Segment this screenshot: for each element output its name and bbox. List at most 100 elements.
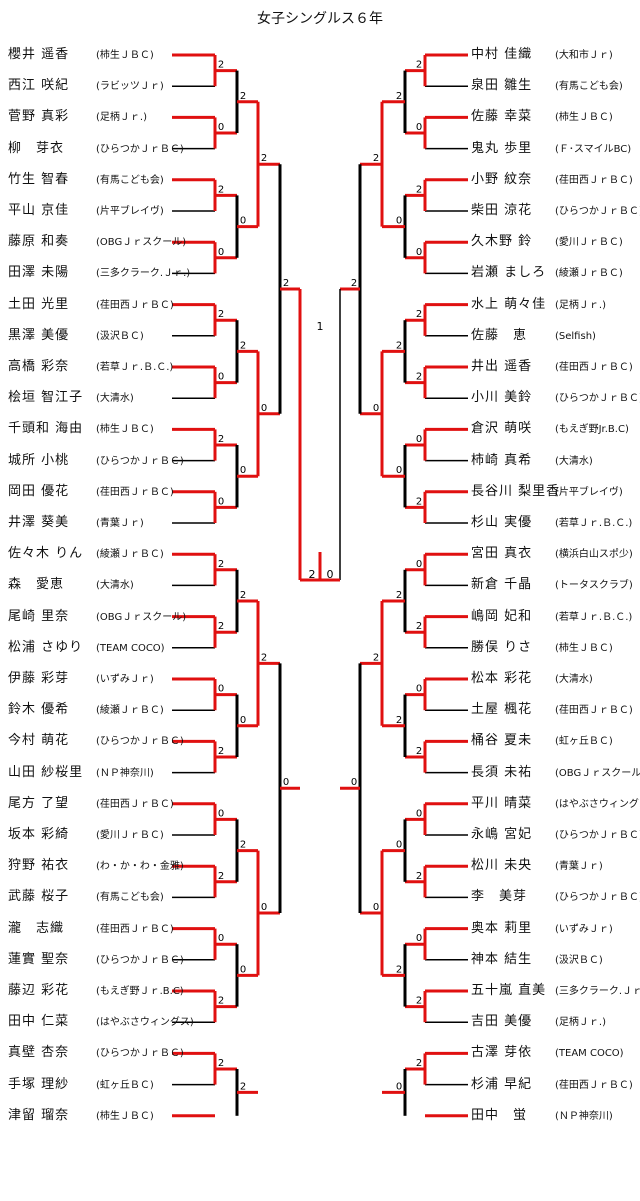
left-player-row: 尾方 了望(荏田西ＪｒＢＣ) [8, 795, 174, 813]
player-club: (大清水) [555, 455, 593, 467]
final-mark: 1 [317, 320, 324, 333]
player-name: 勝俣 りさ [471, 639, 533, 655]
player-name: 水上 萌々佳 [471, 296, 547, 312]
player-name: 吉田 美優 [471, 1014, 533, 1030]
left-game-mark: 0 [283, 777, 289, 788]
left-player-row: 田澤 未陽(三多クラーク.Ｊｒ.) [8, 264, 190, 282]
right-player-row: 新倉 千晶(トータスクラブ) [471, 576, 633, 594]
left-player-row: 平山 京佳 (片平ブレイヴ) [8, 202, 164, 220]
player-name: 岡田 優花 [8, 483, 70, 499]
player-name: 土屋 楓花 [471, 702, 533, 718]
player-club: (若草Ｊｒ.Ｂ.Ｃ.) [555, 518, 633, 529]
player-name: 桶谷 夏未 [471, 733, 533, 749]
right-player-row: 五十嵐 直美(三多クラーク.Ｊｒ.) [471, 982, 640, 1000]
right-game-mark: 2 [416, 184, 422, 195]
player-name: 嶋岡 妃和 [471, 608, 533, 624]
player-club: (片平ブレイヴ) [96, 206, 164, 217]
player-name: 松浦 さゆり [8, 639, 84, 655]
right-game-mark: 0 [416, 808, 422, 819]
player-name: 高橋 彩奈 [8, 359, 70, 374]
right-player-row: 土屋 楓花 (荏田西ＪｒＢＣ) [471, 701, 633, 719]
player-name: 柿崎 真希 [471, 452, 533, 468]
right-player-row: 小川 美鈴(ひらつかＪｒＢＣ) [471, 389, 640, 407]
player-name: 平山 京佳 [8, 203, 70, 218]
left-game-mark: 0 [240, 465, 246, 476]
player-club: (荏田西ＪｒＢＣ) [555, 705, 633, 717]
right-game-mark: 0 [416, 434, 422, 445]
left-player-row: 土田 光里(荏田西ＪｒＢＣ) [8, 296, 174, 314]
right-game-mark: 0 [416, 559, 422, 570]
player-name: 竹生 智春 [8, 171, 70, 187]
left-player-row: 佐々木 りん(綾瀬ＪｒＢＣ) [8, 545, 164, 563]
right-game-mark: 2 [416, 309, 422, 320]
right-game-mark: 2 [351, 278, 357, 289]
left-game-mark: 0 [218, 808, 224, 819]
player-club: (荏田西ＪｒＢＣ) [555, 174, 633, 186]
left-game-mark: 0 [261, 403, 267, 414]
player-club: (青葉Ｊｒ) [555, 861, 603, 873]
player-name: 蓮實 聖奈 [8, 951, 70, 967]
player-name: 佐藤 幸菜 [471, 109, 533, 125]
right-player-row: 柴田 涼花(ひらつかＪｒＢＣ) [471, 202, 640, 220]
player-club: (荏田西ＪｒＢＣ) [96, 299, 174, 311]
left-player-row: 坂本 彩綺(愛川ＪｒＢＣ) [8, 826, 164, 844]
player-club: (大清水) [555, 674, 593, 685]
player-club: (若草Ｊｒ.Ｂ.Ｃ.) [96, 362, 174, 373]
right-player-row: 吉田 美優(足柄Ｊｒ.) [471, 1013, 606, 1031]
player-club: (足柄Ｊｒ.) [96, 112, 147, 124]
player-club: (Selfish) [555, 330, 596, 342]
right-player-row: 松本 彩花(大清水) [471, 670, 593, 688]
player-club: (ひらつかＪｒＢＣ) [96, 736, 184, 748]
right-game-mark: 0 [416, 247, 422, 258]
player-name: 杉山 実優 [471, 515, 533, 530]
player-name: 田澤 未陽 [8, 265, 70, 281]
player-club: (荏田西ＪｒＢＣ) [555, 362, 633, 373]
left-player-row: 井澤 葵美(青葉Ｊｒ) [8, 514, 144, 532]
player-name: 長須 未祐 [471, 764, 533, 780]
left-game-mark: 0 [218, 372, 224, 383]
right-player-row: 桶谷 夏未(虹ヶ丘ＢＣ) [471, 732, 613, 750]
left-player-row: 藤原 和奏(OBGＪｒスクール) [8, 233, 186, 251]
player-club: (荏田西ＪｒＢＣ) [96, 798, 174, 810]
player-club: (ひらつかＪｒＢＣ) [96, 143, 184, 155]
player-club: (わ・か・わ・金雅) [96, 861, 184, 873]
final-mark: 2 [309, 568, 316, 581]
player-club: (OBGＪｒスクール) [555, 767, 640, 779]
player-club: (ひらつかＪｒＢＣ) [96, 954, 184, 966]
player-name: 伊藤 彩芽 [8, 671, 70, 686]
right-player-row: 鬼丸 歩里(Ｆ･スマイルBC) [471, 140, 631, 158]
player-name: 松川 未央 [471, 858, 533, 874]
player-club: (トータスクラブ) [555, 580, 633, 592]
player-club: (ひらつかＪｒＢＣ) [555, 206, 640, 217]
left-game-mark: 2 [261, 153, 267, 164]
player-name: 千頭和 海由 [8, 421, 84, 437]
left-game-mark: 2 [261, 652, 267, 663]
right-player-row: 佐藤 恵(Selfish) [471, 327, 596, 345]
player-club: (Ｆ･スマイルBC) [555, 143, 632, 155]
left-player-row: 桧垣 智江子(大清水) [8, 389, 134, 407]
left-player-row: 黒澤 美優(汲沢ＢＣ) [8, 327, 144, 345]
right-game-mark: 2 [416, 1058, 422, 1069]
player-club: (ひらつかＪｒＢＣ) [555, 892, 640, 904]
right-game-mark: 0 [416, 684, 422, 695]
right-player-row: 井出 遥香(荏田西ＪｒＢＣ) [471, 358, 633, 376]
left-player-row: 瀧 志織(荏田西ＪｒＢＣ) [8, 920, 174, 938]
player-club: (TEAM COCO) [96, 642, 165, 654]
player-club: (ひらつかＪｒＢＣ) [96, 1048, 184, 1060]
left-player-row: 藤辺 彩花(もえぎ野Ｊｒ.B.C) [8, 982, 184, 1000]
player-club: (荏田西ＪｒＢＣ) [96, 486, 174, 498]
player-name: 田中 蛍 [471, 1107, 528, 1123]
left-player-row: 菅野 真彩(足柄Ｊｒ.) [8, 108, 147, 126]
player-name: 長谷川 梨里香 [471, 483, 561, 499]
player-name: 武藤 桜子 [8, 889, 70, 905]
player-club: (虹ヶ丘ＢＣ) [96, 1079, 154, 1091]
player-club: (柿生ＪＢＣ) [96, 1110, 154, 1122]
player-name: 佐々木 りん [8, 546, 84, 562]
player-name: 泉田 雛生 [471, 78, 533, 94]
player-club: (綾瀬ＪｒＢＣ) [96, 705, 164, 717]
right-game-mark: 2 [416, 60, 422, 71]
right-player-row: 勝俣 りさ(柿生ＪＢＣ) [471, 639, 613, 657]
player-name: 中村 佳織 [471, 47, 533, 62]
right-player-row: 泉田 雛生(有馬こども会) [471, 77, 623, 95]
right-game-mark: 2 [416, 996, 422, 1007]
